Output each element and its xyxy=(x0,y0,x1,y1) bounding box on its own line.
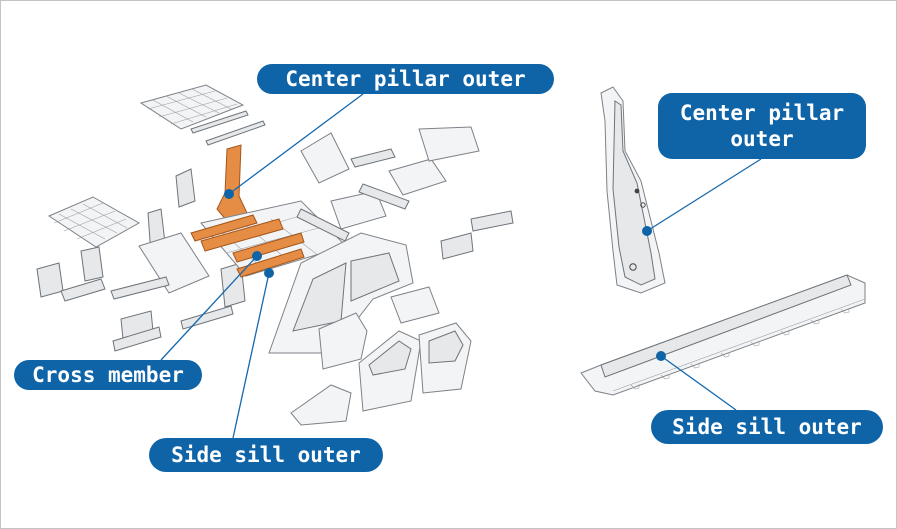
label-cross-member: Cross member xyxy=(14,360,202,390)
label-side-sill-outer-right: Side sill outer xyxy=(651,410,883,444)
center-pillar-outer-part xyxy=(600,86,666,294)
label-center-pillar-outer-right: Center pillar outer xyxy=(658,93,866,159)
exploded-car-body xyxy=(36,84,514,426)
marker-center-pillar-right xyxy=(642,226,652,236)
marker-cross-member xyxy=(252,251,262,261)
marker-side-sill-right xyxy=(656,351,666,361)
leader-side-sill-left xyxy=(232,272,270,439)
label-center-pillar-outer-left: Center pillar outer xyxy=(257,64,554,94)
leader-side-sill-right xyxy=(660,355,737,411)
marker-side-sill-left xyxy=(264,268,274,278)
leader-cross-member xyxy=(160,255,258,361)
side-sill-outer-part xyxy=(580,274,866,396)
label-side-sill-outer-left: Side sill outer xyxy=(149,438,383,472)
leader-center-pillar-left xyxy=(228,93,364,195)
marker-center-pillar-left xyxy=(224,189,234,199)
leader-center-pillar-right xyxy=(646,158,762,232)
